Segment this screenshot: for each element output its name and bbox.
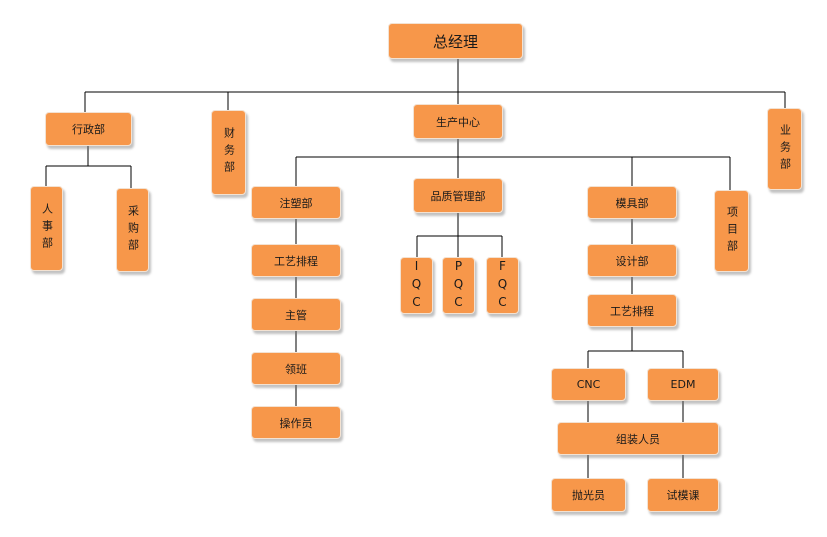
node-pqc: PQC xyxy=(442,257,475,314)
node-quality-dept: 品质管理部 xyxy=(413,178,503,213)
node-general-manager: 总经理 xyxy=(388,23,523,59)
node-production-center: 生产中心 xyxy=(413,104,503,139)
node-cnc: CNC xyxy=(551,368,626,401)
node-injection-process: 工艺排程 xyxy=(251,244,341,277)
node-team-leader: 领班 xyxy=(251,352,341,385)
node-finance-dept: 财务部 xyxy=(211,110,246,195)
node-design-dept: 设计部 xyxy=(587,244,677,277)
node-project-dept: 项目部 xyxy=(714,190,749,272)
node-business-dept: 业务部 xyxy=(767,108,802,190)
node-edm: EDM xyxy=(647,368,719,401)
node-polisher: 抛光员 xyxy=(551,478,626,512)
node-admin-dept: 行政部 xyxy=(45,112,132,146)
node-fqc: FQC xyxy=(486,257,519,314)
node-injection-dept: 注塑部 xyxy=(251,186,341,219)
node-mold-dept: 模具部 xyxy=(587,186,677,219)
node-supervisor: 主管 xyxy=(251,298,341,331)
node-assembly: 组装人员 xyxy=(557,422,719,455)
node-trial-mold: 试模课 xyxy=(647,478,719,512)
node-operator: 操作员 xyxy=(251,406,341,439)
node-purchasing-dept: 采购部 xyxy=(116,188,149,272)
node-hr-dept: 人事部 xyxy=(30,186,63,271)
node-iqc: IQC xyxy=(400,257,433,314)
node-mold-process: 工艺排程 xyxy=(587,294,677,327)
